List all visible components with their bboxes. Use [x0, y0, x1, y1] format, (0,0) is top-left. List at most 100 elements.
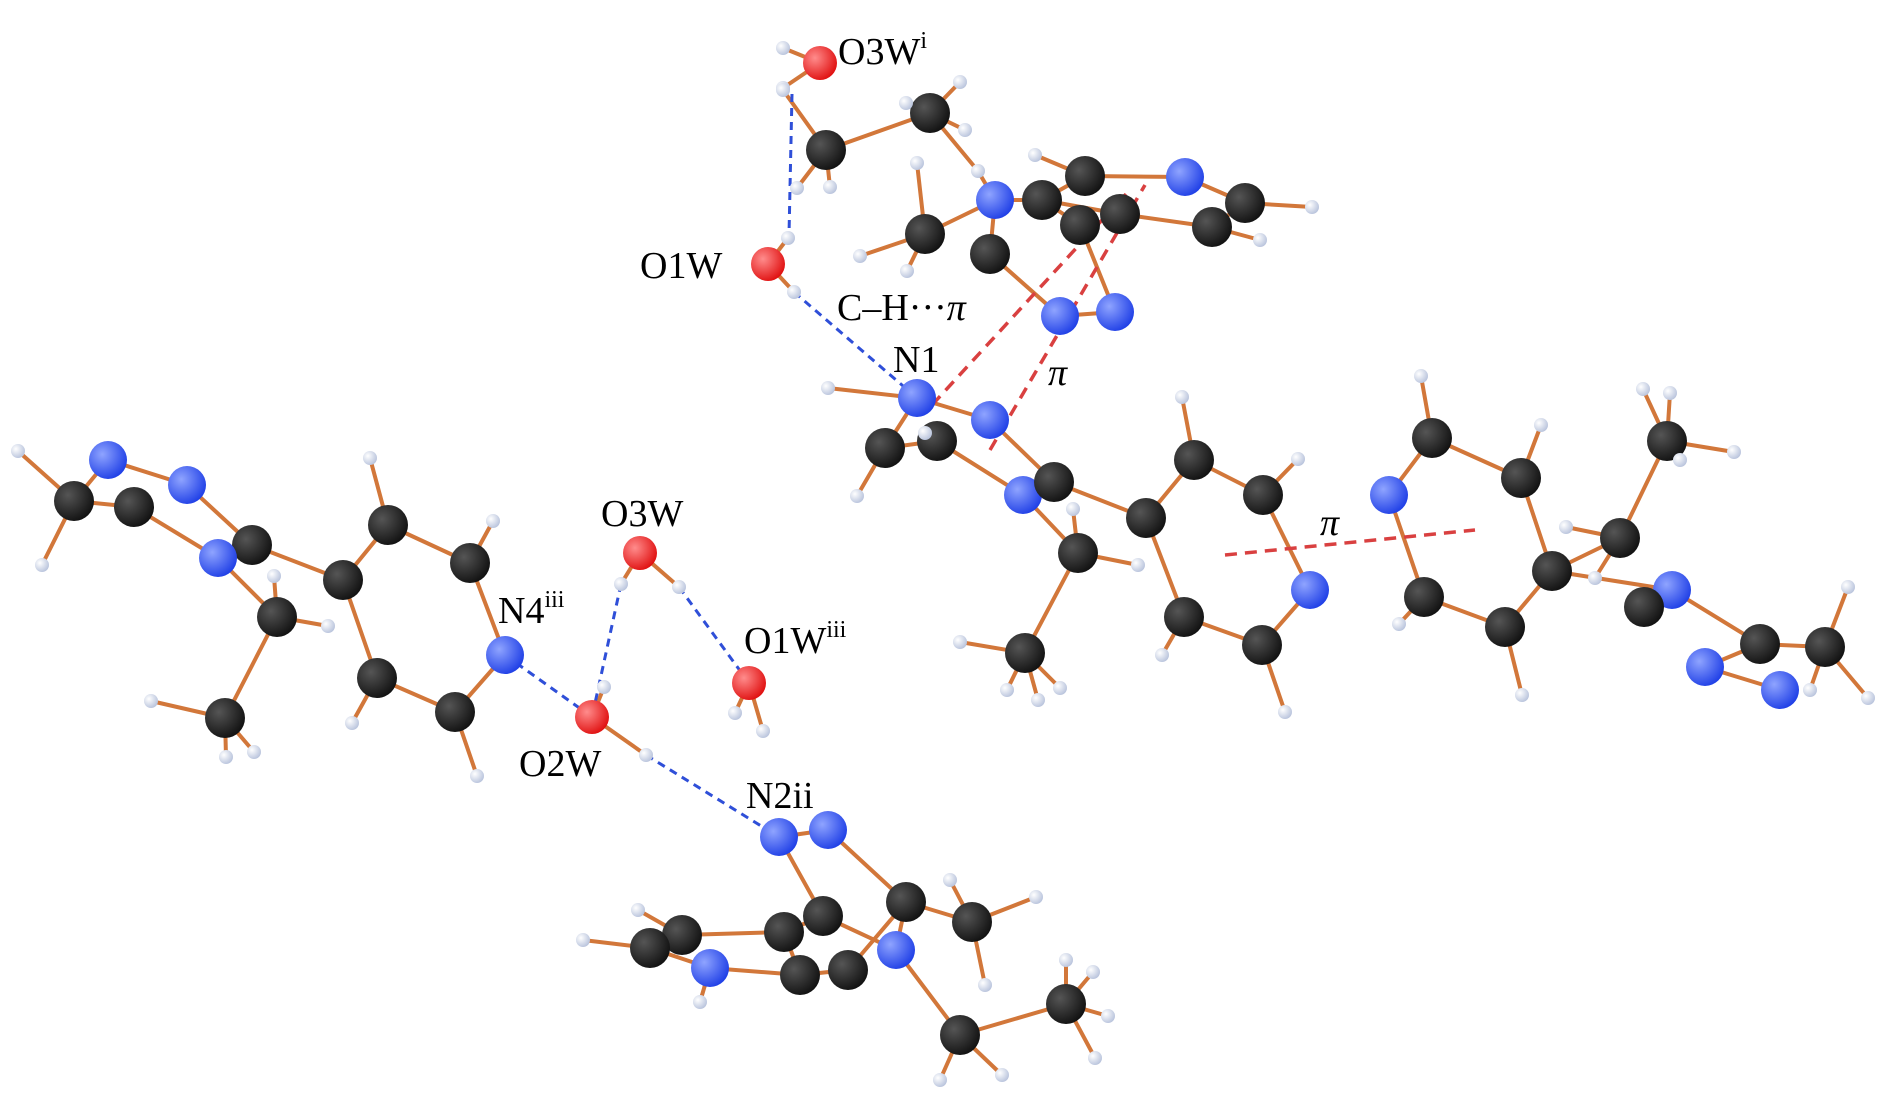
label-n2-ii: N2ii: [746, 775, 814, 817]
atom-h: [933, 1073, 947, 1087]
atom-h: [787, 285, 801, 299]
atom-c: [1243, 475, 1283, 515]
atom-c: [806, 130, 846, 170]
atom-c: [1164, 597, 1204, 637]
atom-c: [1058, 533, 1098, 573]
atom-h: [781, 231, 795, 245]
atom-n: [199, 539, 237, 577]
atom-h: [958, 123, 972, 137]
label-ch-pi: C–H···π: [837, 287, 967, 329]
atom-c: [940, 1015, 980, 1055]
atom-h: [995, 1068, 1009, 1082]
atom-h: [672, 580, 686, 594]
atom-h: [1673, 453, 1687, 467]
atom-c: [1404, 577, 1444, 617]
atom-h: [363, 451, 377, 465]
atom-h: [900, 264, 914, 278]
atom-c: [54, 481, 94, 521]
atom-c: [1192, 207, 1232, 247]
atom-h: [1155, 648, 1169, 662]
atom-c: [780, 955, 820, 995]
bond: [1550, 569, 1674, 592]
atom-o: [732, 666, 766, 700]
atom-c: [1624, 587, 1664, 627]
atom-h: [1031, 693, 1045, 707]
atom-c: [1022, 180, 1062, 220]
atom-h: [1663, 386, 1677, 400]
atom-c: [764, 912, 804, 952]
atom-h: [639, 748, 653, 762]
atom-c: [450, 543, 490, 583]
label-o1w: O1W: [640, 245, 722, 287]
atom-c: [970, 234, 1010, 274]
hb-o2w-n2ii: [645, 753, 780, 839]
atom-c: [1242, 625, 1282, 665]
hb-o3w-o2w: [590, 583, 623, 718]
atom-h: [597, 680, 611, 694]
atom-h: [1803, 683, 1817, 697]
atom-n: [1004, 476, 1042, 514]
atom-h: [728, 706, 742, 720]
atom-h: [1088, 1051, 1102, 1065]
atom-c: [1805, 627, 1845, 667]
atom-c: [205, 698, 245, 738]
atom-h: [144, 694, 158, 708]
atom-c: [368, 505, 408, 545]
atom-h: [978, 978, 992, 992]
atom-h: [850, 489, 864, 503]
hb-o3wi-o1w: [787, 93, 794, 236]
atom-c: [905, 214, 945, 254]
atom-n: [1166, 158, 1204, 196]
label-o2w: O2W: [519, 743, 601, 785]
atom-h: [631, 903, 645, 917]
label-o3w: O3W: [601, 493, 683, 535]
atom-h: [953, 635, 967, 649]
atom-h: [576, 933, 590, 947]
pi-stack-upper: [988, 184, 1147, 451]
atom-c: [357, 658, 397, 698]
pi-ch-pi: [930, 192, 1128, 407]
atom-n: [486, 636, 524, 674]
atom-c: [1501, 458, 1541, 498]
hydrogen-bonds: [504, 93, 918, 839]
atom-h: [247, 745, 261, 759]
atom-h: [910, 156, 924, 170]
atom-h: [1028, 148, 1042, 162]
atom-n: [691, 949, 729, 987]
atom-h: [756, 724, 770, 738]
atom-h: [614, 577, 628, 591]
atom-c: [257, 597, 297, 637]
atom-c: [232, 525, 272, 565]
atom-h: [821, 381, 835, 395]
atom-c: [1100, 194, 1140, 234]
atom-c: [630, 928, 670, 968]
atom-o: [751, 247, 785, 281]
atom-h: [1101, 1009, 1115, 1023]
atom-c: [803, 896, 843, 936]
atom-h: [35, 558, 49, 572]
atom-o: [575, 700, 609, 734]
atom-h: [1000, 683, 1014, 697]
atom-h: [899, 96, 913, 110]
atom-h: [345, 716, 359, 730]
atom-h: [1053, 681, 1067, 695]
pi-interactions: [930, 184, 1476, 557]
atom-h: [853, 249, 867, 263]
atom-n: [760, 818, 798, 856]
atom-o: [803, 46, 837, 80]
atom-c: [1225, 183, 1265, 223]
atom-n: [809, 811, 847, 849]
atom-c: [1126, 498, 1166, 538]
atom-c: [1740, 624, 1780, 664]
atom-c: [1065, 156, 1105, 196]
atom-c: [910, 93, 950, 133]
covalent-bonds: [16, 46, 1870, 1082]
atom-c: [114, 487, 154, 527]
atom-h: [1278, 705, 1292, 719]
atom-h: [1727, 445, 1741, 459]
atom-h: [1841, 580, 1855, 594]
atom-h: [693, 995, 707, 1009]
atom-c: [1485, 607, 1525, 647]
atom-c: [1005, 633, 1045, 673]
